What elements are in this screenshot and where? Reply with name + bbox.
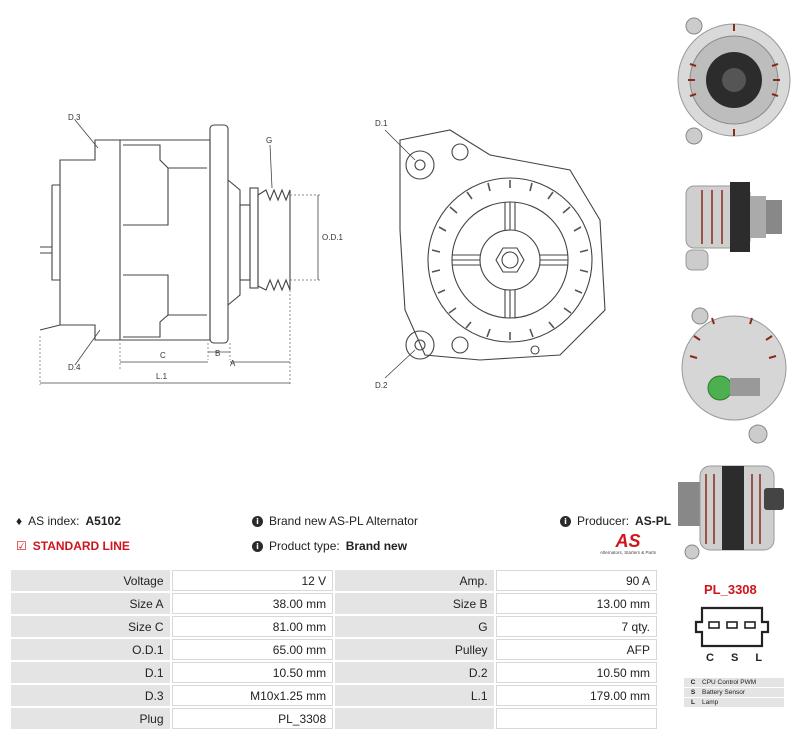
product-type-label: Product type: [269,539,340,553]
spec-key: G [335,616,494,637]
spec-value: 7 qty. [495,616,657,637]
spec-value: 90 A [495,570,657,591]
spec-key: Size A [11,593,170,614]
spec-value: 10.50 mm [171,662,334,683]
description-text: Brand new AS-PL Alternator [269,514,418,528]
spec-key: O.D.1 [11,639,170,660]
front-view-drawing: D.1 D.2 [375,119,606,390]
as-pl-logo: AS Alternators, Starters & Parts [596,532,660,555]
spec-value: M10x1.25 mm [171,685,334,706]
spec-value: AFP [495,639,657,660]
label-g: G [266,136,272,145]
spec-key: D.3 [11,685,170,706]
pin-letter: S [690,689,696,696]
pin-description: CPU Control PWM [702,679,757,686]
photo-rear-view[interactable] [672,296,796,448]
label-od1: O.D.1 [322,233,343,242]
spec-value: 10.50 mm [495,662,657,683]
spec-key: D.2 [335,662,494,683]
label-a: A [230,359,236,368]
label-l1: L.1 [156,372,168,381]
label-c: C [160,351,166,360]
pin-legend-item: C CPU Control PWM [684,678,784,687]
spec-value: PL_3308 [171,708,334,729]
spec-key: Voltage [11,570,170,591]
spec-value: 179.00 mm [495,685,657,706]
spec-value [495,708,657,729]
photo-front-view[interactable] [672,4,796,156]
spec-value: 12 V [171,570,334,591]
product-type: i Product type: Brand new [252,539,407,553]
spec-value: 81.00 mm [171,616,334,637]
label-d2: D.2 [375,381,388,390]
plug-pin-letters: C S L [706,652,770,664]
pin-legend-item: S Battery Sensor [684,688,784,697]
spec-value: 38.00 mm [171,593,334,614]
label-d3: D.3 [68,113,81,122]
plug-title: PL_3308 [704,582,757,597]
spec-key: Size C [11,616,170,637]
spec-value: 65.00 mm [171,639,334,660]
description: i Brand new AS-PL Alternator [252,514,418,528]
standard-line-label: STANDARD LINE [32,539,130,553]
spec-key: Plug [11,708,170,729]
spec-value: 13.00 mm [495,593,657,614]
as-index: ♦ AS index: A5102 [16,514,121,528]
tag-icon: ♦ [16,514,23,528]
spec-key: Pulley [335,639,494,660]
pin-letter: C [690,679,696,686]
info-icon: i [560,515,571,527]
logo-text: AS [615,531,641,551]
plug-connector-icon [694,606,770,648]
pin-description: Battery Sensor [702,689,745,696]
info-icon: i [252,540,263,552]
standard-line: ☑ STANDARD LINE [16,539,130,553]
pin-legend-item: L Lamp [684,698,784,707]
spec-key: L.1 [335,685,494,706]
as-index-value: A5102 [85,514,121,528]
pin-letter: L [691,699,695,706]
label-d1: D.1 [375,119,388,128]
info-icon: i [252,515,263,527]
spec-key [335,708,494,729]
spec-key: Size B [335,593,494,614]
product-photos [668,0,800,580]
producer-label: Producer: [577,514,630,528]
check-square-icon: ☑ [16,539,27,553]
product-type-value: Brand new [345,539,408,553]
spec-key: D.1 [11,662,170,683]
spec-key: Amp. [335,570,494,591]
photo-plug-view[interactable] [672,456,796,566]
producer-value: AS-PL [635,514,672,528]
as-index-label: AS index: [28,514,80,528]
label-b: B [215,349,220,358]
producer: i Producer: AS-PL [560,514,671,528]
side-view-drawing: D.3 D.4 G O.D.1 C B A L.1 [39,113,343,385]
logo-tagline: Alternators, Starters & Parts [599,550,657,555]
photo-side-view[interactable] [672,172,796,282]
label-d4: D.4 [68,363,81,372]
pin-description: Lamp [702,699,719,706]
